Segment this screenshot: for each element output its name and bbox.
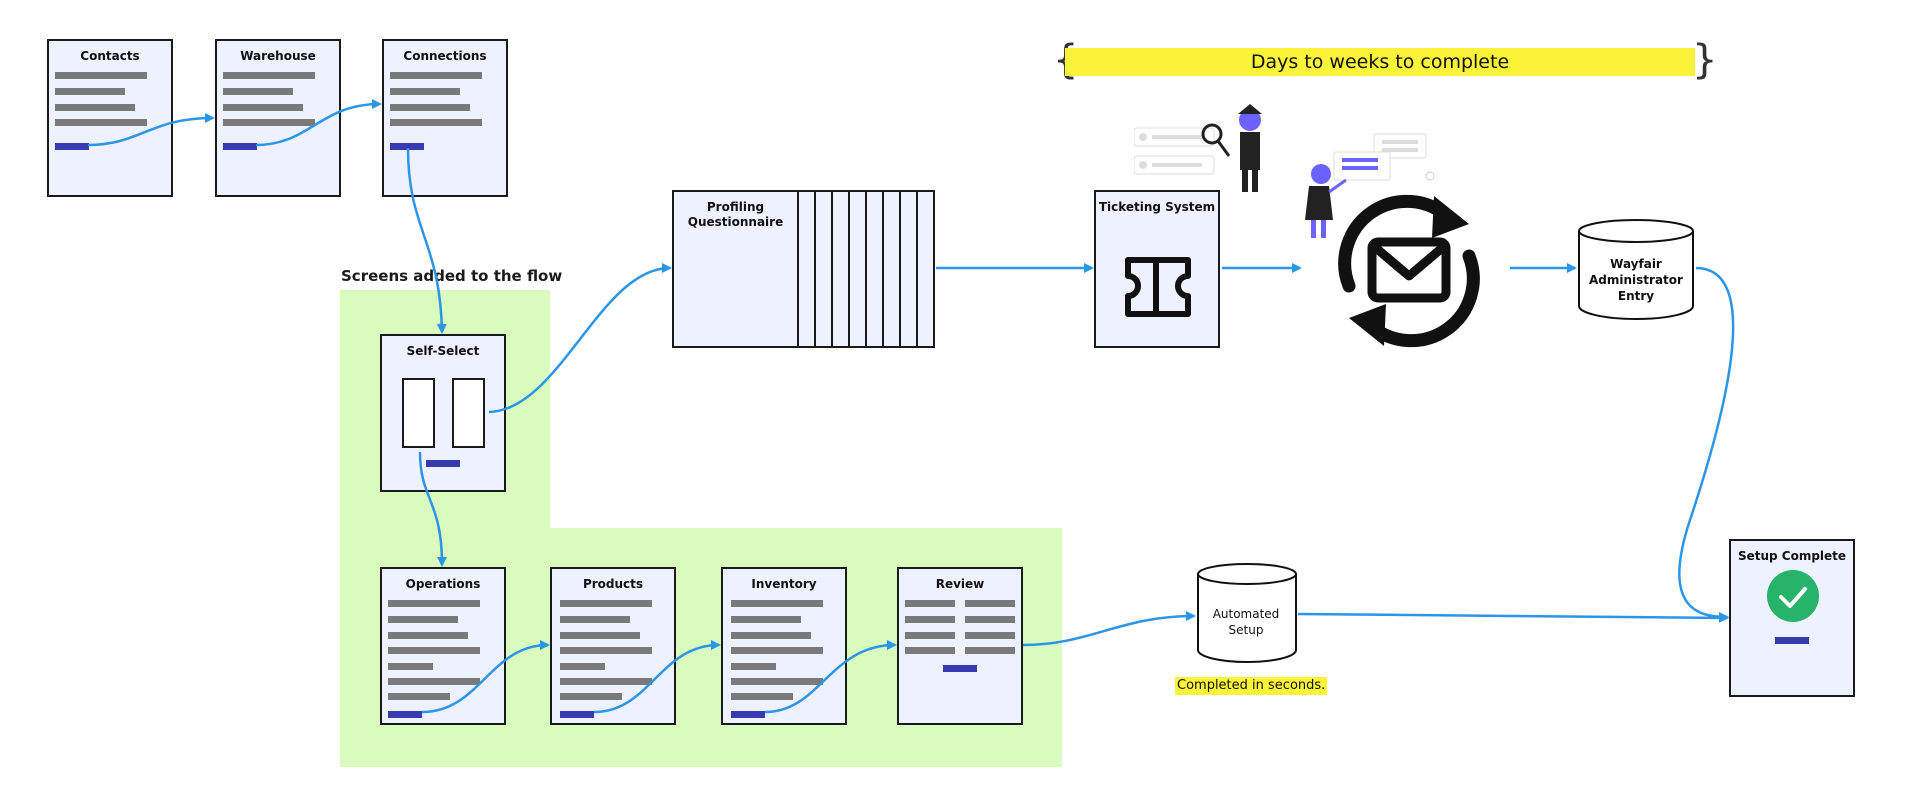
operations-action-bar <box>388 711 422 718</box>
wayfair-admin-database <box>1578 219 1694 320</box>
arrow-warehouse-connections <box>255 99 382 147</box>
arrow-inventory-review <box>764 640 897 714</box>
setup-complete-action-bar <box>1775 637 1809 644</box>
automated-setup-label: Automated Setup <box>1212 607 1280 637</box>
warehouse-title: Warehouse <box>240 49 316 63</box>
option-box-left <box>402 378 435 448</box>
warehouse-card[interactable]: Warehouse <box>215 39 341 197</box>
arrow-operations-products <box>421 640 550 714</box>
days-to-weeks-banner: Days to weeks to complete <box>1065 48 1695 76</box>
wayfair-admin-label: Wayfair Administrator Entry <box>1589 257 1683 303</box>
ticketing-title: Ticketing System <box>1098 200 1216 214</box>
self-select-title: Self-Select <box>406 344 480 358</box>
arrow-self-select-profiling <box>488 263 672 414</box>
review-title: Review <box>935 577 985 591</box>
self-select-action-bar <box>426 460 460 467</box>
option-box-right <box>452 378 485 448</box>
right-brace: } <box>1692 37 1718 83</box>
products-card[interactable]: Products <box>550 567 676 725</box>
arrow-connections-self-select <box>406 147 447 334</box>
profiling-card[interactable]: Profiling Questionnaire <box>672 190 799 348</box>
self-select-card[interactable]: Self-Select <box>380 334 506 492</box>
contacts-title: Contacts <box>80 49 140 63</box>
profiling-questionnaire-stack[interactable]: Profiling Questionnaire <box>672 190 935 350</box>
warehouse-action-bar <box>223 143 257 150</box>
operations-title: Operations <box>405 577 481 591</box>
arrow-self-select-operations <box>418 451 447 567</box>
screens-added-label: Screens added to the flow <box>341 267 563 285</box>
connections-title: Connections <box>403 49 487 63</box>
inventory-card[interactable]: Inventory <box>721 567 847 725</box>
inventory-action-bar <box>731 711 765 718</box>
checkmark-circle-icon <box>1767 570 1819 622</box>
profiling-title: Profiling Questionnaire <box>687 200 784 229</box>
review-action-bar <box>943 665 977 672</box>
arrow-wayfair-complete <box>1678 266 1735 622</box>
ticketing-system-card[interactable]: Ticketing System <box>1094 190 1220 348</box>
products-title: Products <box>582 577 644 591</box>
sync-mail-icon <box>1338 194 1480 348</box>
inventory-title: Inventory <box>751 577 817 591</box>
review-card[interactable]: Review <box>897 567 1023 725</box>
contacts-action-bar <box>55 143 89 150</box>
products-action-bar <box>560 711 594 718</box>
contacts-card[interactable]: Contacts <box>47 39 173 197</box>
setup-complete-title: Setup Complete <box>1737 549 1847 563</box>
connections-card[interactable]: Connections <box>382 39 508 197</box>
ticket-icon <box>1125 257 1191 317</box>
arrow-review-automated <box>1022 611 1196 647</box>
arrow-products-inventory <box>593 640 721 714</box>
arrow-contacts-warehouse <box>87 113 215 147</box>
operations-card[interactable]: Operations <box>380 567 506 725</box>
automated-setup-database <box>1197 563 1297 663</box>
completed-in-seconds-label: Completed in seconds. <box>1175 677 1328 695</box>
arrow-automated-complete <box>1297 612 1729 623</box>
setup-complete-card[interactable]: Setup Complete <box>1729 539 1855 697</box>
connections-action-bar <box>390 143 424 150</box>
support-people-illustration <box>1134 104 1434 238</box>
